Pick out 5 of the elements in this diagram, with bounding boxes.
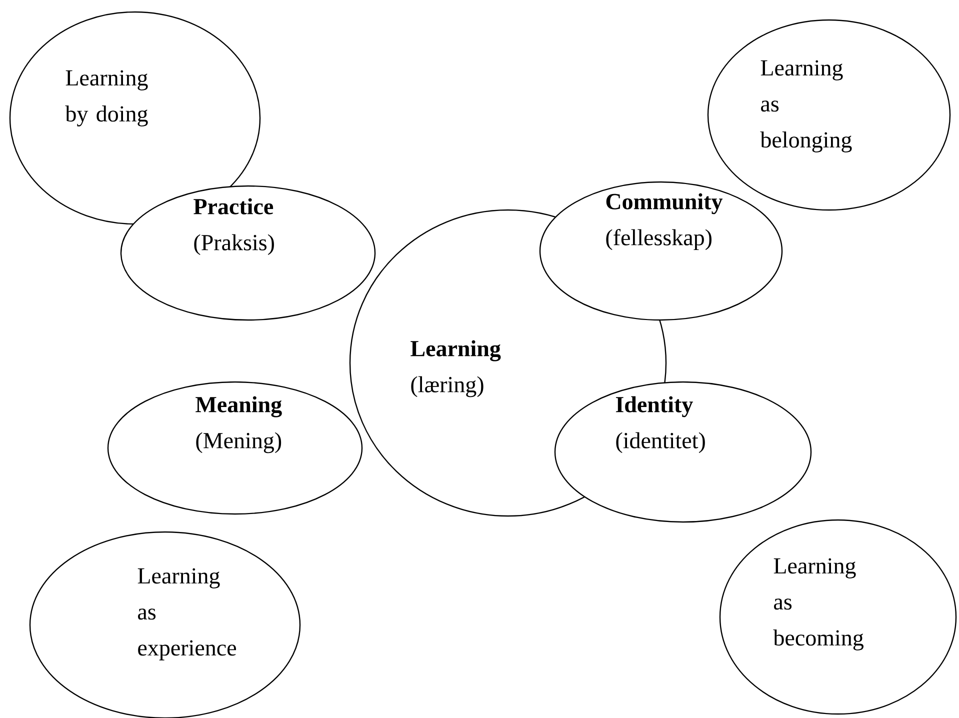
ellipse-node: Community (fellesskap) — [539, 181, 783, 321]
ellipse-node: Identity (identitet) — [554, 381, 812, 523]
ellipse-node: Practice (Praksis) — [120, 185, 376, 321]
ellipse-node: Meaning (Mening) — [107, 381, 363, 515]
ellipse-node: Learning as becoming — [719, 519, 957, 715]
